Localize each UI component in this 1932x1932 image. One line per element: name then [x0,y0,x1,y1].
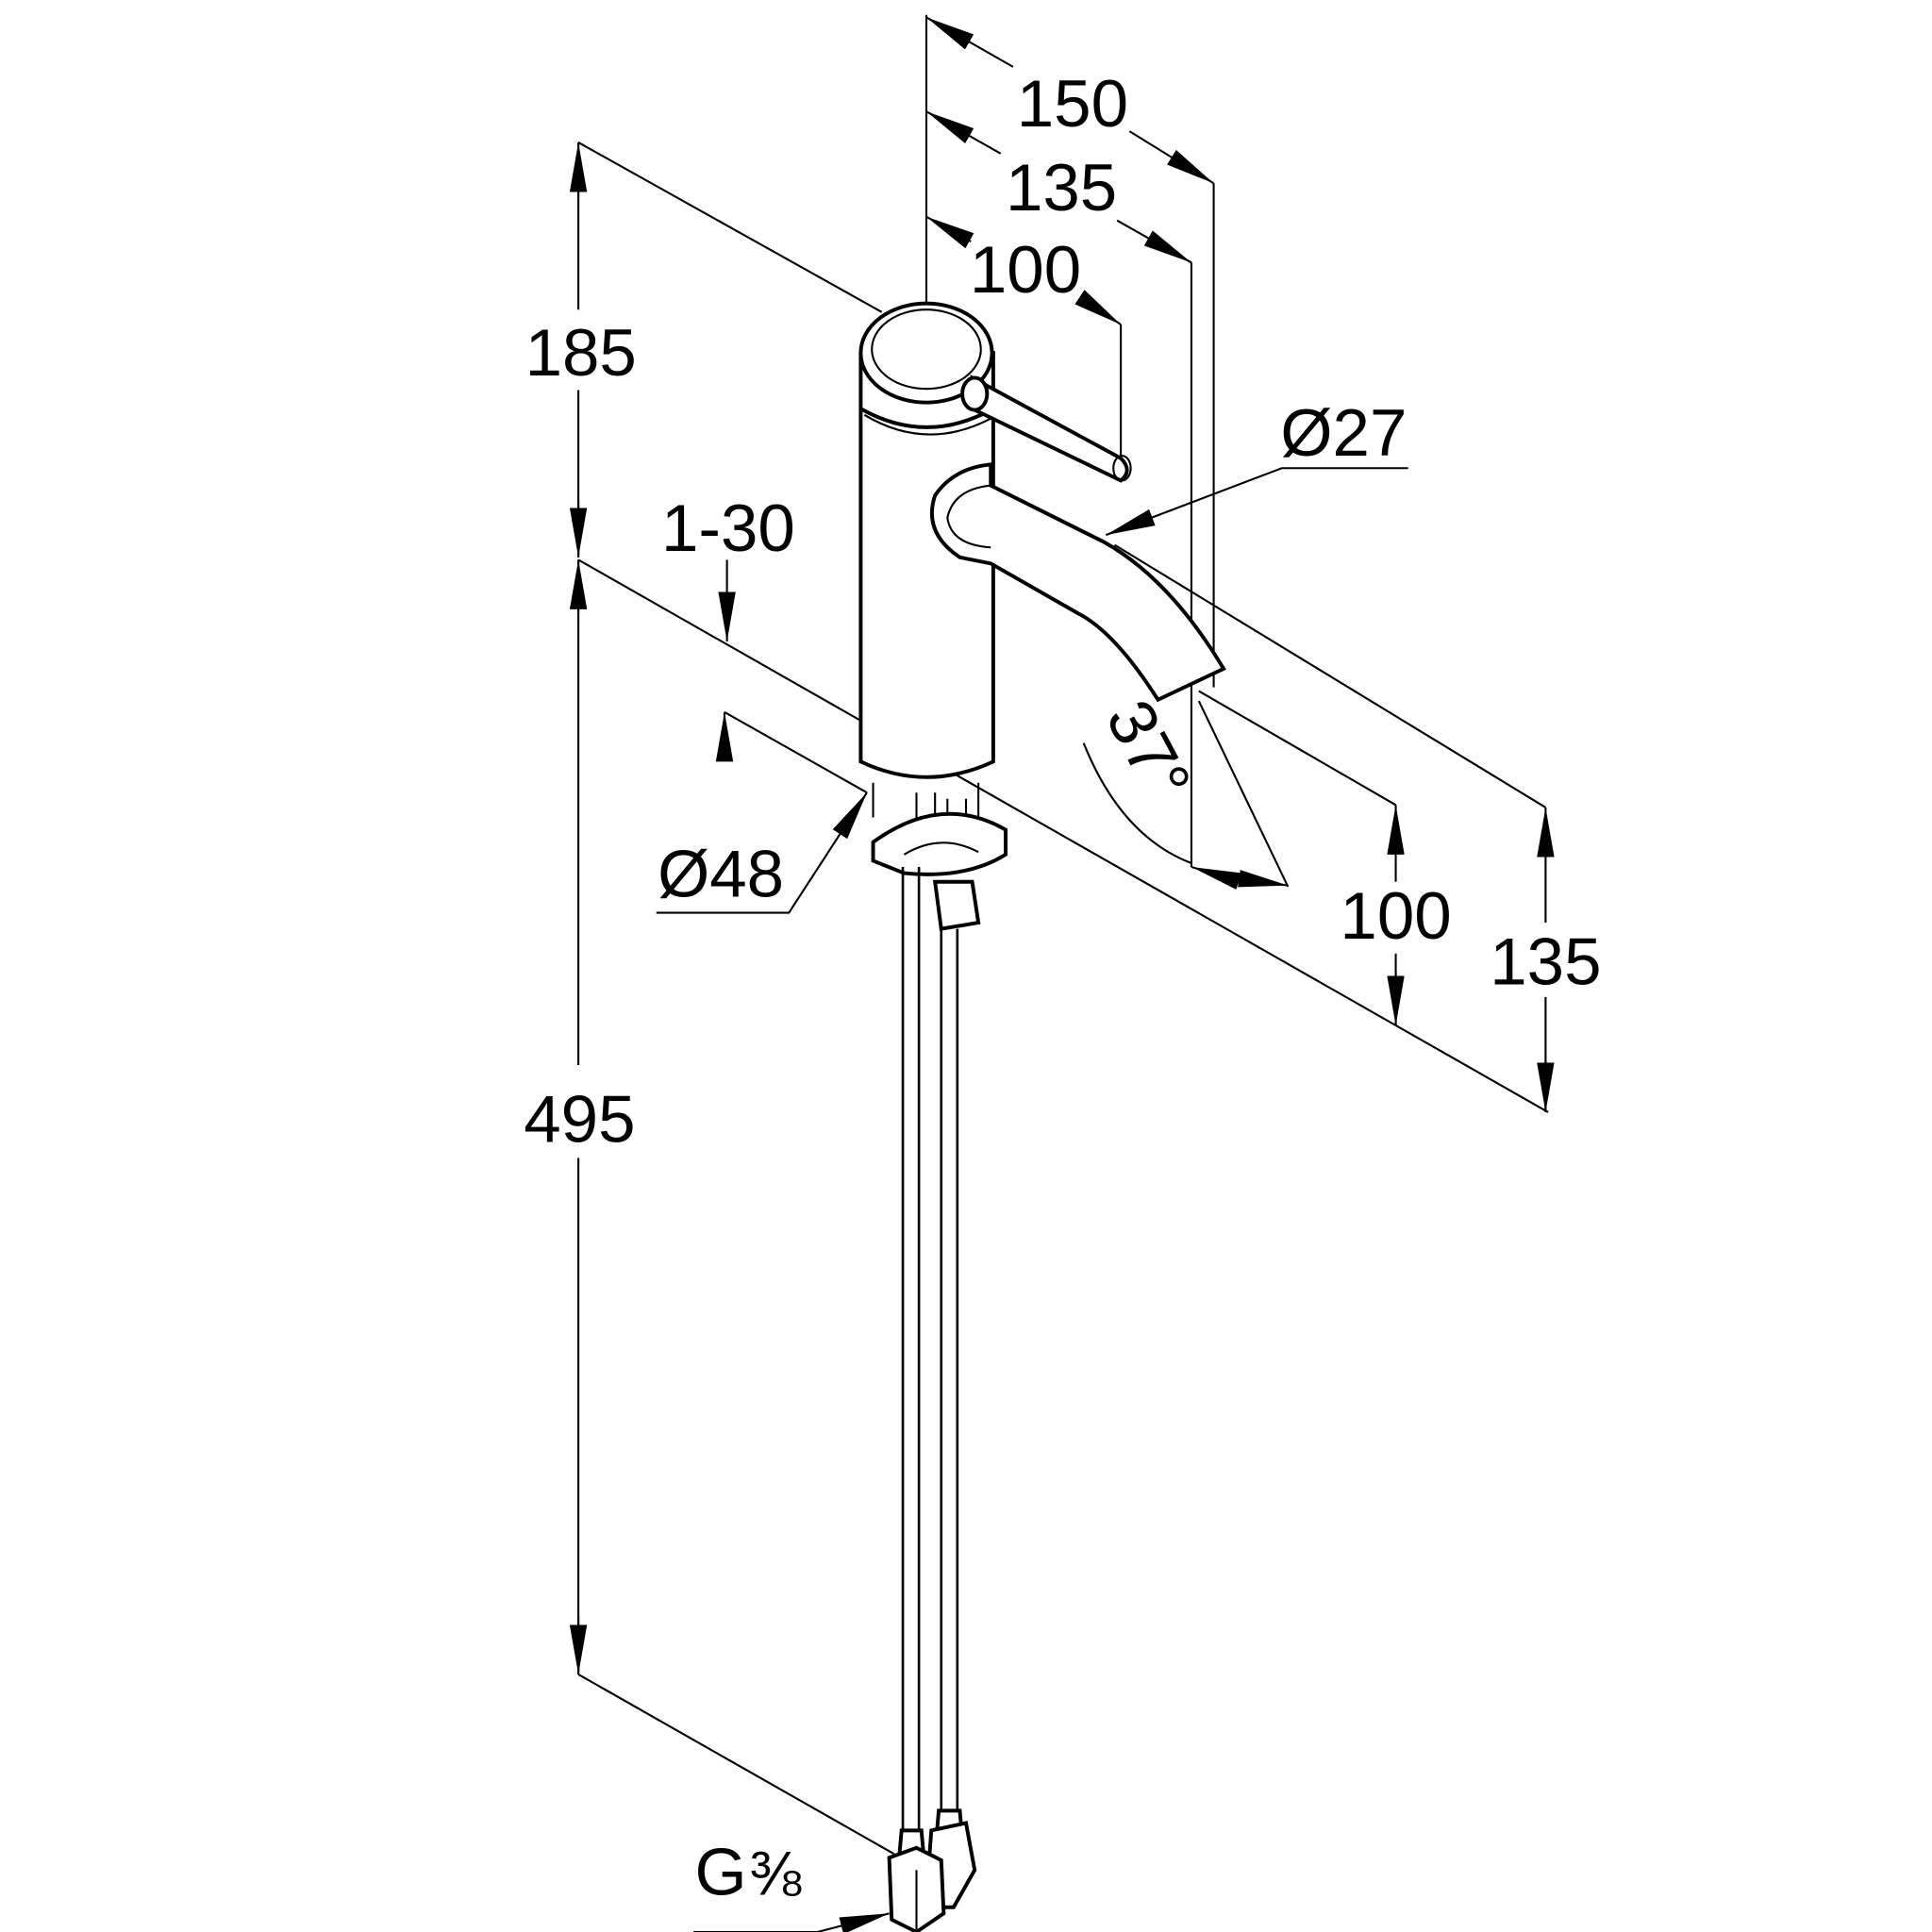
connection-g: G [694,1836,746,1910]
base-diameter-callout: Ø48 [656,791,868,914]
supply-hoses [887,866,977,1932]
dim-d27: Ø27 [1280,396,1407,471]
connection-fraction: ⅜ [749,1840,801,1908]
height-dimensions: 185 495 [524,142,637,1674]
dim-150: 150 [1017,67,1128,142]
spout-diameter-callout: Ø27 [1105,396,1408,537]
dim-100-reach: 100 [970,233,1081,308]
dim-185: 185 [525,316,637,391]
connection-callout: G ⅜ [693,1836,890,1932]
dim-495: 495 [524,1082,635,1157]
spout-height-dimensions: 100 135 [1340,805,1602,1112]
spout-angle-dimension: 37° [1082,689,1289,890]
dim-135-height: 135 [1490,925,1601,1000]
dim-d48: Ø48 [658,837,784,911]
reach-dimensions: 150 135 100 [926,17,1214,325]
dim-37-deg: 37° [1091,689,1205,813]
dim-100-height: 100 [1340,879,1451,954]
counter-thickness-dimension: 1-30 [661,491,795,762]
dim-1-30: 1-30 [661,491,795,566]
dim-135-reach: 135 [1006,151,1117,225]
faucet-body [858,301,1226,931]
